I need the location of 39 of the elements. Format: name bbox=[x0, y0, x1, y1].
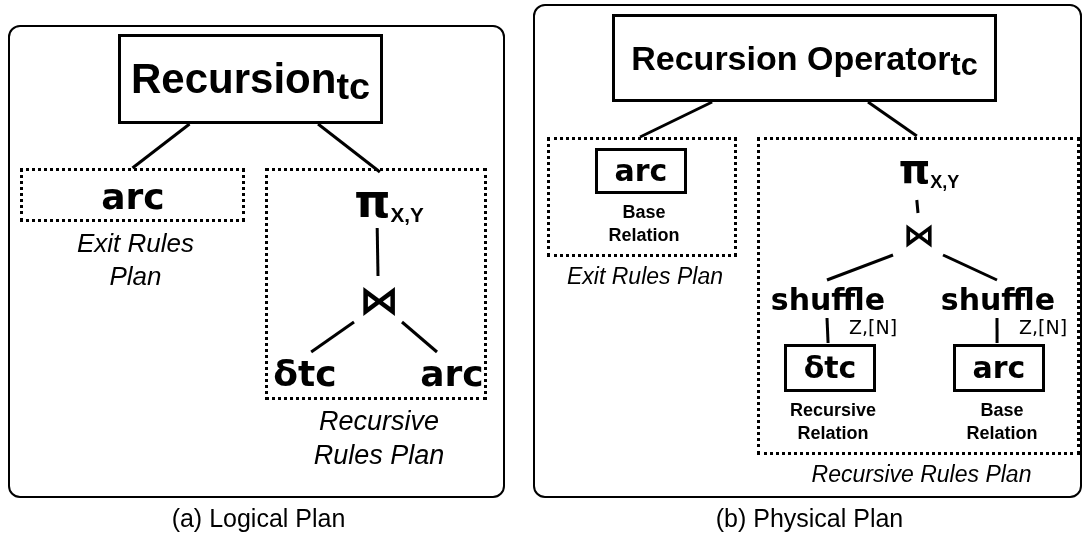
connector-line bbox=[942, 253, 998, 282]
relation-type: Base Relation bbox=[607, 201, 681, 246]
relation-name: arc bbox=[614, 156, 668, 186]
connector-line bbox=[317, 122, 381, 174]
connector-line bbox=[915, 199, 920, 214]
operator-symbol: π$_{X,Y}$ bbox=[354, 178, 424, 224]
connector-line bbox=[375, 227, 380, 277]
group-title: Exit Rules Plan bbox=[566, 262, 724, 291]
panel-caption: (a) Logical Plan bbox=[170, 506, 347, 531]
connector-line bbox=[310, 320, 355, 354]
operator-symbol: arc bbox=[101, 179, 165, 215]
operator-symbol: ⋈ bbox=[359, 280, 399, 320]
operator-symbol: shuffle bbox=[940, 285, 1056, 315]
connector-line bbox=[867, 100, 918, 138]
edge-label: Z,[N] bbox=[1018, 318, 1069, 337]
relation-type: Recursive Relation bbox=[788, 399, 878, 444]
operator-box bbox=[612, 14, 997, 102]
panel-caption: (b) Physical Plan bbox=[714, 506, 905, 531]
operator-symbol: δtc bbox=[273, 356, 337, 392]
relation-name: arc bbox=[972, 353, 1026, 383]
connector-line bbox=[639, 100, 713, 139]
group-title: Recursive Rules Plan bbox=[312, 405, 446, 472]
operator-box bbox=[118, 34, 383, 124]
operator-symbol: π$_{X,Y}$ bbox=[898, 149, 960, 189]
group-title: Exit Rules Plan bbox=[75, 227, 195, 292]
relation-type: Base Relation bbox=[965, 399, 1039, 444]
relation-name: δtc bbox=[803, 353, 857, 383]
group-title: Recursive Rules Plan bbox=[810, 460, 1033, 489]
operator-label: Recursion Operator$_{tc}$ bbox=[631, 41, 978, 75]
operator-label: Recursion$_{tc}$ bbox=[131, 58, 370, 100]
connector-line bbox=[995, 318, 999, 343]
edge-label: Z,[N] bbox=[848, 318, 899, 337]
connector-line bbox=[131, 122, 191, 170]
operator-symbol: ⋈ bbox=[903, 219, 935, 251]
connector-line bbox=[401, 320, 438, 354]
operator-symbol: arc bbox=[420, 356, 484, 392]
connector-line bbox=[826, 253, 894, 282]
connector-line bbox=[825, 317, 830, 344]
operator-symbol: shuffle bbox=[770, 285, 886, 315]
